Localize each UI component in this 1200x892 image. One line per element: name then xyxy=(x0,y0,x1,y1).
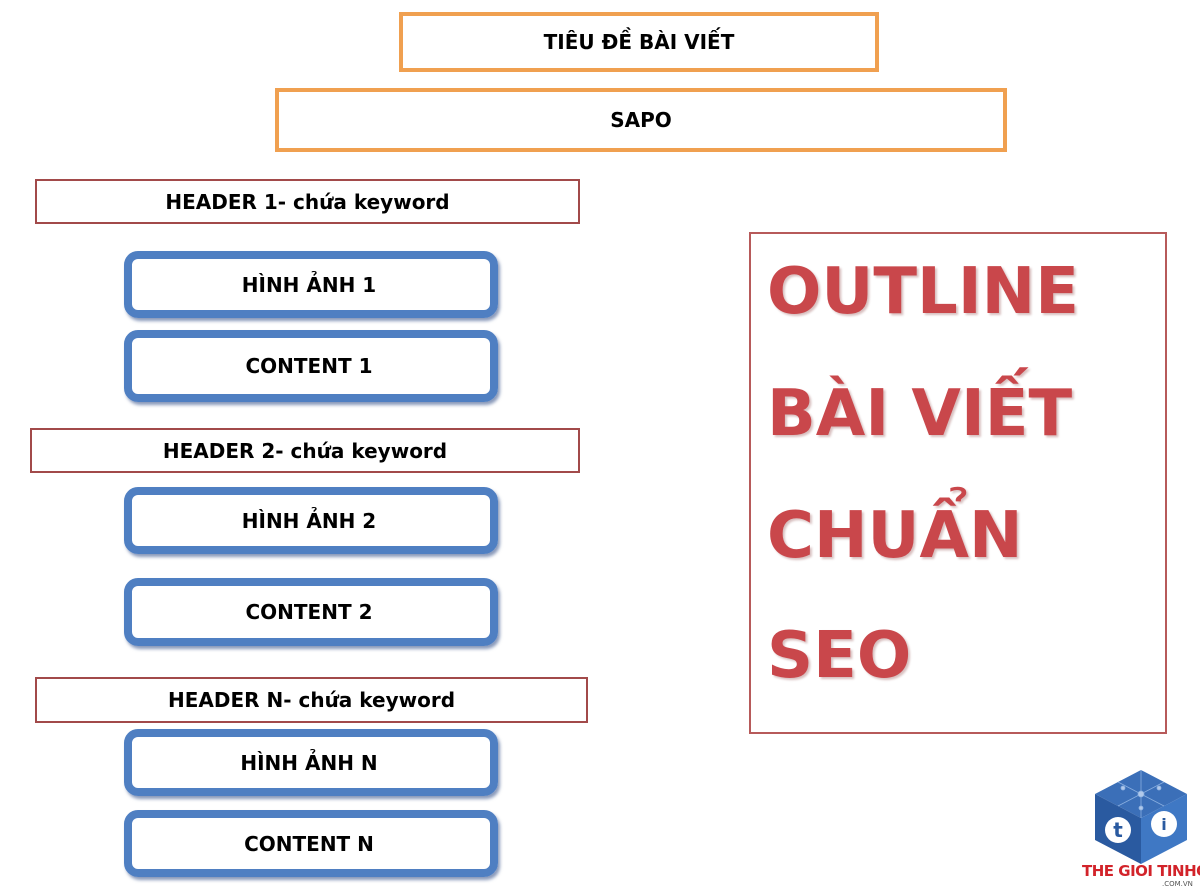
svg-text:i: i xyxy=(1161,815,1166,834)
image-2-label: HÌNH ẢNH 2 xyxy=(241,508,377,533)
content-2-box: CONTENT 2 xyxy=(124,578,498,646)
title-label: TIÊU ĐỀ BÀI VIẾT xyxy=(543,30,735,54)
content-2-label: CONTENT 2 xyxy=(245,600,373,624)
image-1-label: HÌNH ẢNH 1 xyxy=(241,272,377,297)
image-1-inner: HÌNH ẢNH 1 xyxy=(138,263,480,306)
content-n-box: CONTENT N xyxy=(124,810,498,877)
image-n-box: HÌNH ẢNH N xyxy=(124,729,498,796)
logo-brand-text: THE GIOI TINHOC xyxy=(1082,862,1200,880)
content-2-inner: CONTENT 2 xyxy=(138,590,480,634)
header-n-label: HEADER N- chứa keyword xyxy=(167,688,456,712)
header-2-box: HEADER 2- chứa keyword xyxy=(30,428,580,473)
header-1-label: HEADER 1- chứa keyword xyxy=(165,189,450,214)
image-1-box: HÌNH ẢNH 1 xyxy=(124,251,498,318)
outline-line-3: CHUẨN xyxy=(767,499,1023,573)
image-n-inner: HÌNH ẢNH N xyxy=(138,741,480,784)
sapo-box: SAPO xyxy=(275,88,1007,152)
image-2-box: HÌNH ẢNH 2 xyxy=(124,487,498,554)
header-2-label: HEADER 2- chứa keyword xyxy=(162,438,448,463)
image-n-label: HÌNH ẢNH N xyxy=(240,750,378,775)
content-n-inner: CONTENT N xyxy=(138,822,480,865)
outline-line-1: OUTLINE xyxy=(767,255,1079,329)
cube-logo-icon: t i xyxy=(1095,770,1187,864)
content-1-label: CONTENT 1 xyxy=(245,354,373,378)
image-2-inner: HÌNH ẢNH 2 xyxy=(138,499,480,542)
content-1-box: CONTENT 1 xyxy=(124,330,498,402)
content-n-label: CONTENT N xyxy=(244,831,374,856)
logo-domain-text: .COM.VN xyxy=(1162,880,1193,888)
header-1-box: HEADER 1- chứa keyword xyxy=(35,179,580,224)
outline-panel: OUTLINE BÀI VIẾT CHUẨN SEO xyxy=(749,232,1167,734)
sapo-label: SAPO xyxy=(610,108,672,132)
title-box: TIÊU ĐỀ BÀI VIẾT xyxy=(399,12,879,72)
header-n-box: HEADER N- chứa keyword xyxy=(35,677,588,723)
content-1-inner: CONTENT 1 xyxy=(138,342,480,390)
svg-text:t: t xyxy=(1113,818,1123,842)
outline-line-4: SEO xyxy=(767,619,912,693)
outline-line-2: BÀI VIẾT xyxy=(767,377,1073,451)
